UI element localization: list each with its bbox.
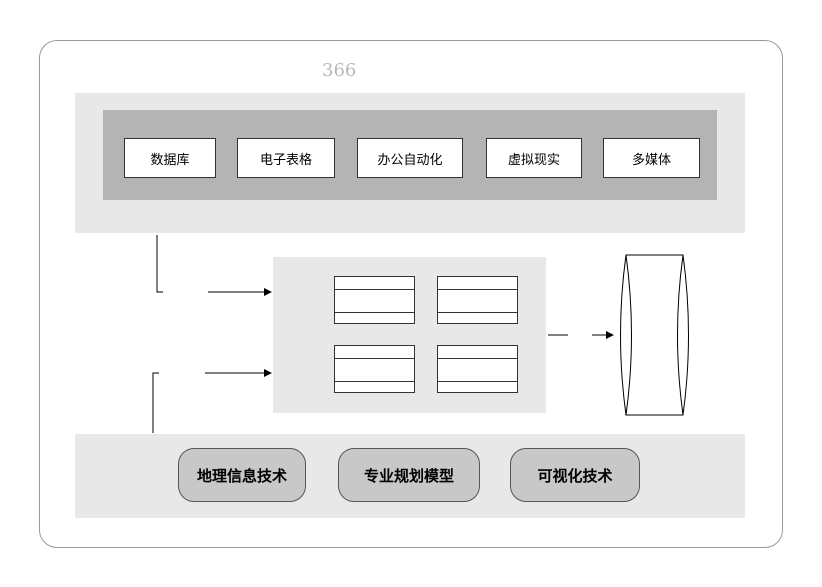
data-table-icon (334, 345, 415, 393)
tech-gis: 地理信息技术 (178, 448, 306, 502)
connector-line-top (156, 235, 163, 293)
app-spreadsheet: 电子表格 (237, 138, 335, 178)
data-table-icon (437, 276, 518, 324)
data-table-icon (437, 345, 518, 393)
document-number: 366 (322, 60, 357, 81)
app-database: 数据库 (124, 138, 216, 178)
tech-planning-model: 专业规划模型 (338, 448, 480, 502)
data-table-icon (334, 276, 415, 324)
app-virtual-reality: 虚拟现实 (486, 138, 582, 178)
connector-line-bottom (152, 372, 159, 433)
output-cylinder-icon (620, 254, 689, 416)
app-multimedia: 多媒体 (603, 138, 700, 178)
tech-visualization: 可视化技术 (510, 448, 640, 502)
app-office-automation: 办公自动化 (357, 138, 463, 178)
